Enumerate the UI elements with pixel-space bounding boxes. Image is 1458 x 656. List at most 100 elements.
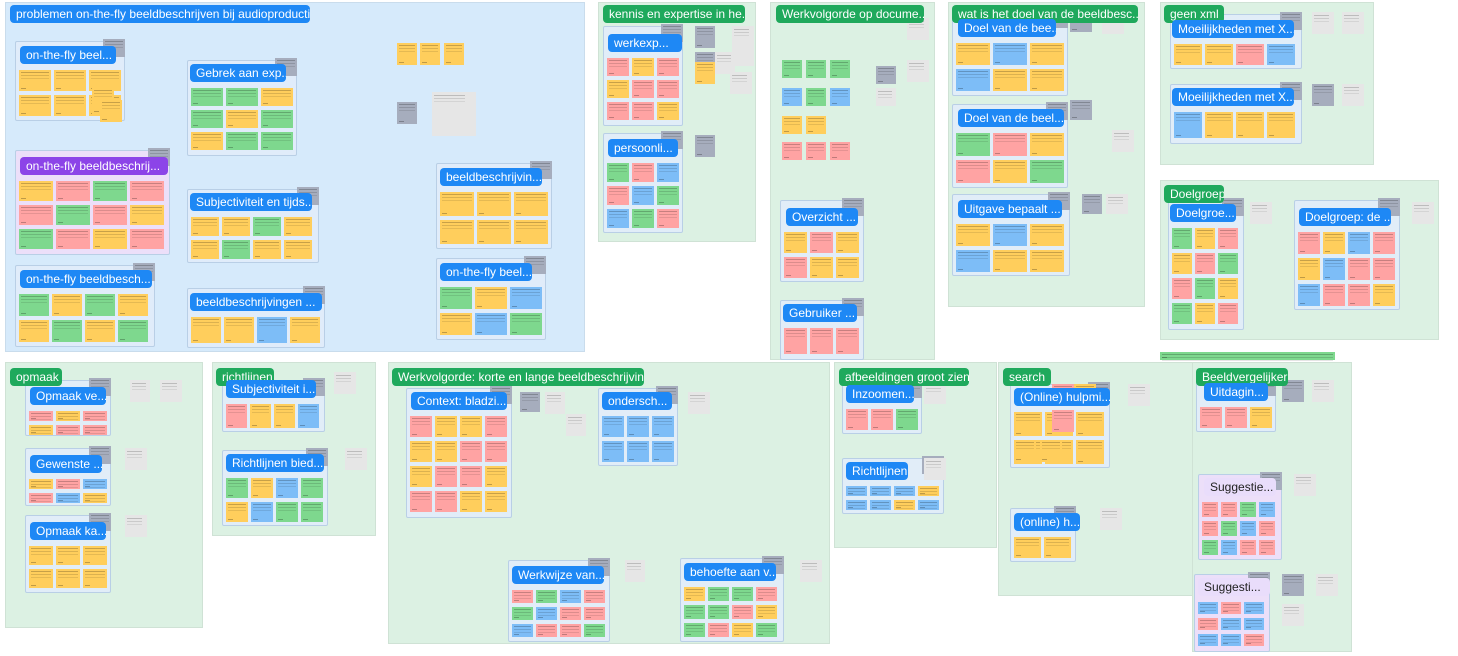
sticky-note[interactable] [632,163,654,182]
sticky-note[interactable] [520,392,540,412]
sticky-note[interactable] [1205,44,1233,65]
sticky-note[interactable] [1082,194,1102,214]
sticky-note[interactable] [956,224,990,246]
sticky-note[interactable] [632,80,654,98]
sticky-note[interactable] [261,88,293,106]
sticky-note[interactable] [83,479,107,489]
sticky-note[interactable] [226,132,258,150]
sticky-note[interactable] [410,466,432,487]
text-note[interactable] [1412,202,1434,224]
sticky-note[interactable] [226,110,258,128]
sticky-note[interactable] [830,142,850,160]
sticky-note[interactable] [1172,228,1192,249]
sticky-note[interactable] [485,441,507,462]
sticky-note[interactable] [652,416,674,437]
sticky-note[interactable] [261,132,293,150]
text-note[interactable] [715,52,735,74]
sticky-note[interactable] [435,441,457,462]
text-note[interactable] [566,414,586,436]
sticky-note[interactable] [1348,258,1370,280]
sticky-note[interactable] [684,587,705,601]
sticky-note[interactable] [607,58,629,76]
sticky-note[interactable] [1244,634,1264,646]
sticky-note[interactable] [1221,521,1237,536]
sticky-note[interactable] [435,491,457,512]
sticky-note[interactable] [485,466,507,487]
sticky-note[interactable] [93,181,127,201]
sticky-note[interactable] [956,69,990,91]
sticky-note[interactable] [830,88,850,106]
sticky-note[interactable] [894,486,915,496]
sticky-note[interactable] [1221,618,1241,630]
sticky-note[interactable] [191,132,223,150]
sticky-note[interactable] [652,441,674,462]
sticky-note[interactable] [684,605,705,619]
sticky-note[interactable] [1259,540,1275,555]
sticky-note[interactable] [602,441,624,462]
sticky-note[interactable] [56,181,90,201]
sticky-note[interactable] [876,66,896,84]
sticky-note[interactable] [732,587,753,601]
sticky-note[interactable] [1267,112,1295,138]
sticky-note[interactable] [83,546,107,565]
sticky-note[interactable] [1225,407,1247,428]
sticky-note[interactable] [1030,250,1064,272]
sticky-note[interactable] [956,160,990,183]
sticky-note[interactable] [512,607,533,620]
sticky-note[interactable] [54,95,86,116]
sticky-note[interactable] [93,205,127,225]
sticky-note[interactable] [1323,232,1345,254]
sticky-note[interactable] [756,623,777,637]
sticky-note[interactable] [274,404,295,428]
sticky-note[interactable] [226,478,248,498]
sticky-note[interactable] [782,142,802,160]
sticky-note[interactable] [657,209,679,228]
sticky-note[interactable] [261,110,293,128]
sticky-note[interactable] [251,478,273,498]
sticky-note[interactable] [1244,602,1264,614]
sticky-note[interactable] [584,624,605,637]
sticky-note[interactable] [1218,278,1238,299]
sticky-note[interactable] [993,43,1027,65]
text-note[interactable] [125,515,147,537]
text-note[interactable] [730,72,752,94]
text-note[interactable] [1250,202,1272,224]
text-note[interactable] [1312,12,1334,34]
text-note[interactable] [1342,12,1364,34]
sticky-note[interactable] [130,229,164,249]
sticky-note[interactable] [298,404,319,428]
sticky-note[interactable] [56,411,80,421]
sticky-note[interactable] [632,102,654,120]
sticky-note[interactable] [810,257,833,278]
text-note[interactable] [907,60,929,82]
sticky-note[interactable] [836,257,859,278]
sticky-note[interactable] [1373,232,1395,254]
sticky-note[interactable] [250,404,271,428]
sticky-note[interactable] [56,205,90,225]
sticky-note[interactable] [19,70,51,91]
sticky-note[interactable] [485,491,507,512]
sticky-note[interactable] [29,569,53,588]
sticky-note[interactable] [1200,407,1222,428]
sticky-note[interactable] [93,229,127,249]
sticky-note[interactable] [1198,618,1218,630]
sticky-note[interactable] [1221,602,1241,614]
sticky-note[interactable] [1014,537,1041,558]
sticky-note[interactable] [1244,618,1264,630]
sticky-note[interactable] [1218,253,1238,274]
sticky-note[interactable] [460,416,482,437]
sticky-note[interactable] [435,416,457,437]
sticky-note[interactable] [607,80,629,98]
sticky-note[interactable] [956,43,990,65]
sticky-note[interactable] [607,102,629,120]
sticky-note[interactable] [536,624,557,637]
sticky-note[interactable] [846,486,867,496]
sticky-note[interactable] [810,328,833,354]
sticky-note[interactable] [56,493,80,503]
sticky-note[interactable] [1259,521,1275,536]
sticky-note[interactable] [1240,540,1256,555]
sticky-note[interactable] [56,569,80,588]
sticky-note[interactable] [1014,412,1042,436]
sticky-note[interactable] [52,294,82,316]
